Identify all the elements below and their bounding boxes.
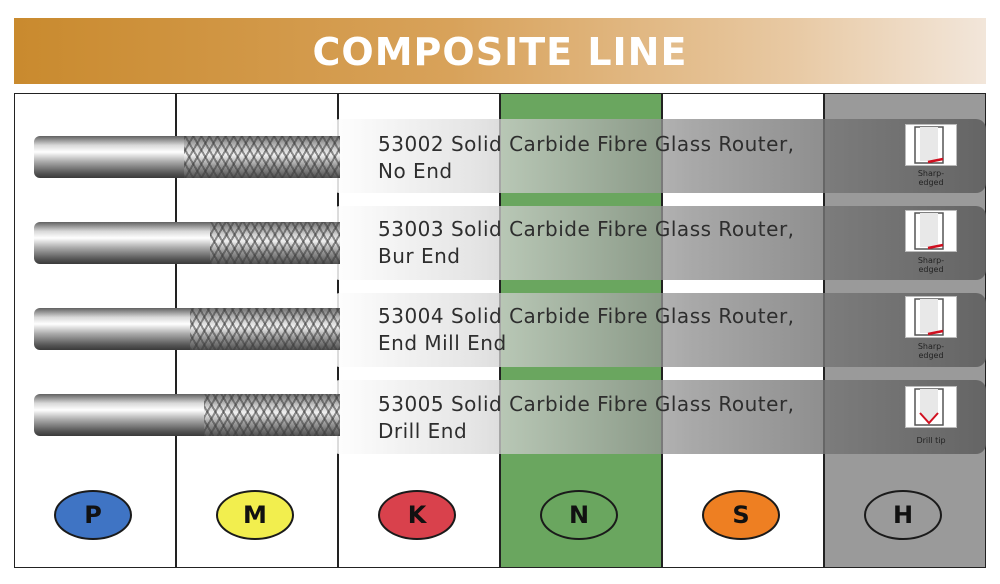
sharp-edged-tip-icon <box>905 124 957 166</box>
material-badge-p: P <box>54 490 132 540</box>
product-row-53004 <box>330 293 986 367</box>
product-end-type: Bur End <box>378 244 461 268</box>
router-bit-image <box>34 308 344 350</box>
router-bit-image <box>34 136 344 178</box>
sharp-edged-tip-icon <box>905 296 957 338</box>
router-bit-image <box>34 394 344 436</box>
product-end-type: No End <box>378 159 453 183</box>
product-end-type: Drill End <box>378 419 468 443</box>
product-label: 53005 Solid Carbide Fibre Glass Router, … <box>378 391 818 445</box>
material-badge-k: K <box>378 490 456 540</box>
router-bit-image <box>34 222 344 264</box>
title-banner: COMPOSITE LINE <box>14 18 986 84</box>
sharp-edged-tip-icon <box>905 210 957 252</box>
material-badge-s: S <box>702 490 780 540</box>
material-badge-n: N <box>540 490 618 540</box>
tip-label: Sharp- edged <box>917 169 945 187</box>
page-title: COMPOSITE LINE <box>312 30 688 74</box>
product-label: 53002 Solid Carbide Fibre Glass Router, … <box>378 131 818 185</box>
product-row-53003 <box>330 206 986 280</box>
drill-tip-icon <box>905 386 957 428</box>
product-name: 53003 Solid Carbide Fibre Glass Router, <box>378 217 795 241</box>
material-badge-h: H <box>864 490 942 540</box>
material-badge-m: M <box>216 490 294 540</box>
tip-label: Sharp- edged <box>917 256 945 274</box>
tip-label: Drill tip <box>916 436 946 445</box>
product-label: 53003 Solid Carbide Fibre Glass Router, … <box>378 216 818 270</box>
product-row-53002 <box>330 119 986 193</box>
product-label: 53004 Solid Carbide Fibre Glass Router, … <box>378 303 818 357</box>
tip-label: Sharp- edged <box>917 342 945 360</box>
product-end-type: End Mill End <box>378 331 507 355</box>
product-name: 53002 Solid Carbide Fibre Glass Router, <box>378 132 795 156</box>
product-row-53005 <box>330 380 986 454</box>
product-name: 53004 Solid Carbide Fibre Glass Router, <box>378 304 795 328</box>
product-name: 53005 Solid Carbide Fibre Glass Router, <box>378 392 795 416</box>
